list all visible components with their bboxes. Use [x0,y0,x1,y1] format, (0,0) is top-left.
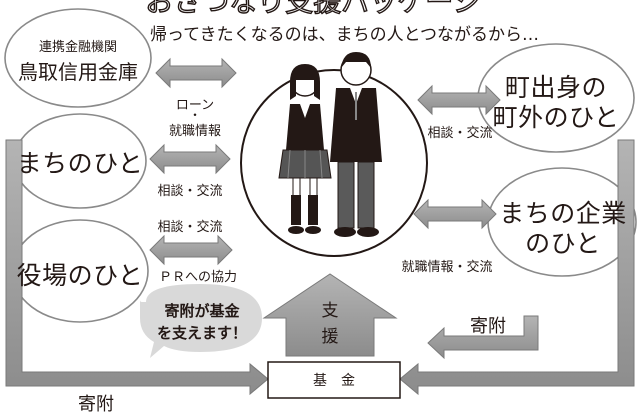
students-circle [240,69,428,257]
fund-label: 基 金 [313,373,355,389]
support-label-line1: 支 [321,301,339,321]
bank-link-label-1: ローン [175,98,215,113]
residents-node-label: まちのひと [16,149,144,178]
bank-link-label-2: 就職情報 [168,124,221,139]
banner-subtitle: 帰ってきたくなるのは、まちの人とつながるから… [150,25,539,45]
fund-box [267,361,401,399]
town-office-node-label: 役場のひと [16,261,144,290]
donation-flow-right [399,139,635,396]
outside-node-line1: 町出身の [504,73,607,102]
companies-node-line2: のひと [525,229,601,258]
office-link-label-bottom: ＰＲへの協力 [158,270,237,285]
donation-label-left: 寄附 [78,394,114,415]
outside-link-label: 相談・交流 [427,126,493,141]
students-illustration [278,52,382,237]
double-arrow-bank [155,57,237,89]
callout-line2: を支えます！ [156,324,247,342]
double-arrow-companies [413,198,497,230]
double-arrow-office [149,234,233,266]
bank-node [4,8,152,108]
bank-node-line1: 連携金融機関 [38,40,117,55]
bank-node-line2: 鳥取信用金庫 [18,60,138,84]
companies-link-label: 就職情報・交流 [401,260,493,275]
donation-flow-left [5,139,269,396]
donation-arrow-short [427,315,539,360]
residents-link-label: 相談・交流 [157,184,223,199]
support-label-line2: 援 [321,327,339,347]
support-arrow [262,273,398,357]
double-arrow-outside [417,84,501,116]
outside-node-line2: 町外のひと [492,103,620,132]
banner-title: おさつなり支援パッケージ [145,0,480,17]
companies-node-line1: まちの企業 [499,199,627,228]
bank-link-label-dot: ・ [188,108,201,122]
callout-line1: 寄附が基金 [164,302,240,320]
donation-label-right: 寄附 [470,316,506,337]
callout-bubble [140,284,262,358]
office-link-label-top: 相談・交流 [157,220,223,235]
double-arrow-residents [149,143,231,175]
